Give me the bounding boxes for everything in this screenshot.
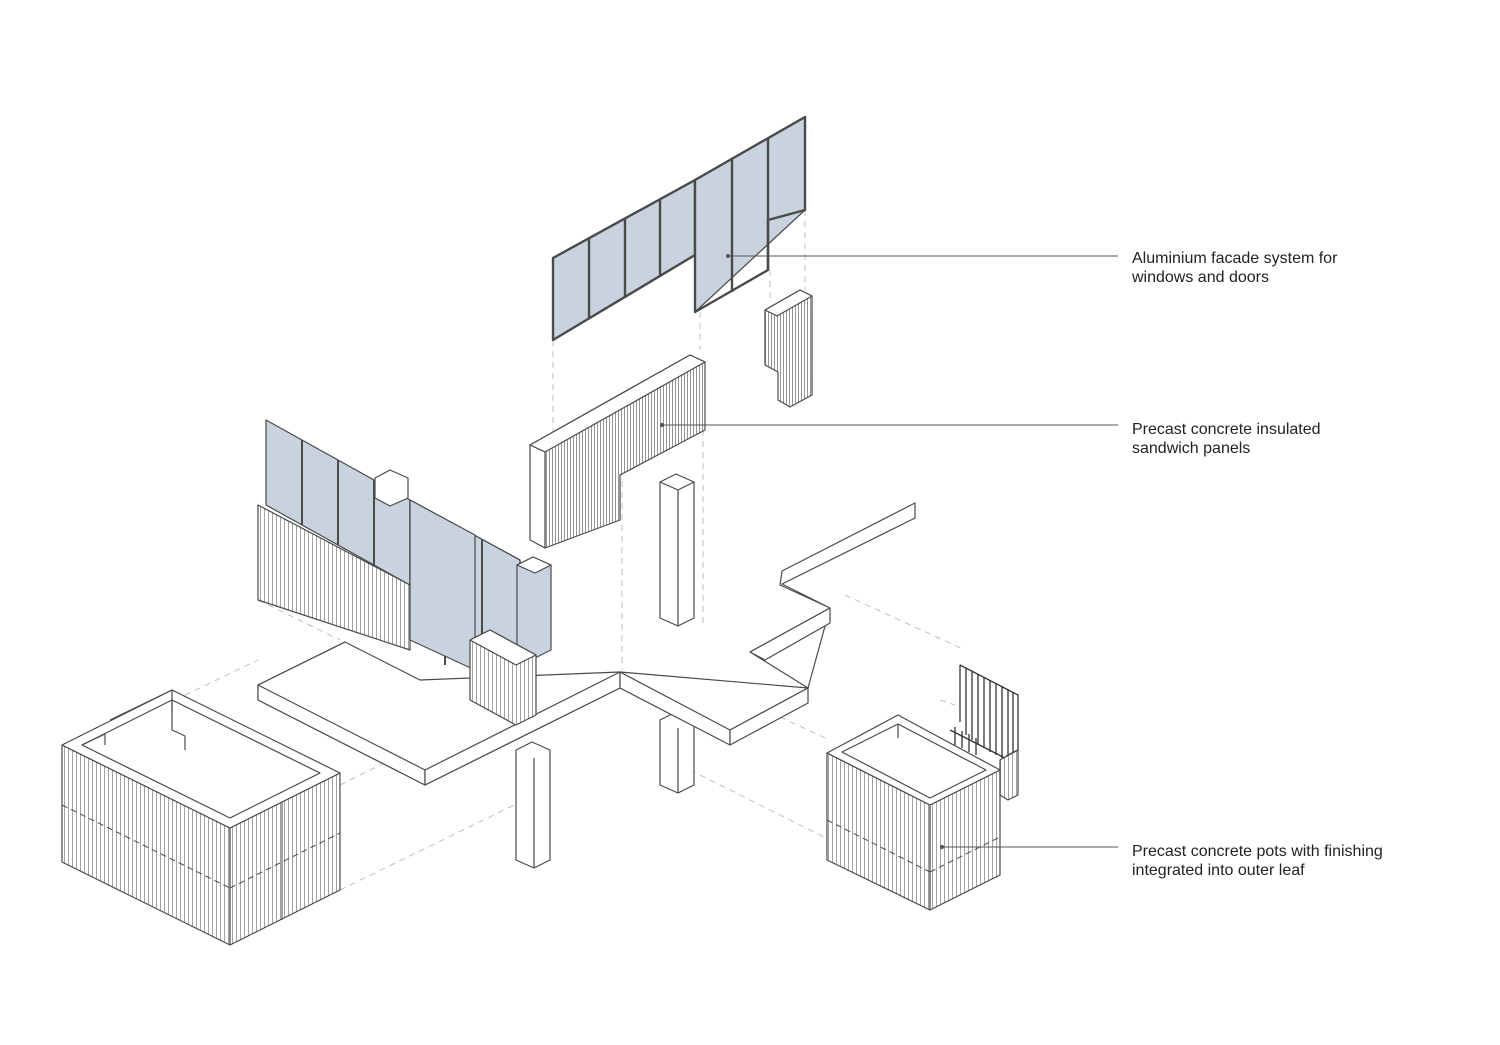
annotation-sandwich-panels: Precast concrete insulated sandwich pane… [1132,420,1321,458]
annotation-aluminium-facade: Aluminium facade system for windows and … [1132,249,1337,287]
leader-lines [659,253,1118,850]
annotation-pots-line1: Precast concrete pots with finishing [1132,843,1383,860]
left-facade-assembly [257,419,552,726]
upper-sandwich-panel [529,354,706,549]
annotation-panels-line2: sandwich panels [1132,440,1251,457]
left-planter [61,689,341,946]
annotation-pots-line2: integrated into outer leaf [1132,862,1305,879]
upper-aluminium-facade [551,115,807,342]
annotation-concrete-pots: Precast concrete pots with finishing int… [1132,842,1383,880]
small-right-panel [764,289,813,408]
central-column [659,473,695,627]
floor-slab [257,502,916,869]
right-planter [826,664,1019,911]
annotation-facade-line1: Aluminium facade system for [1132,250,1338,267]
annotation-panels-line1: Precast concrete insulated [1132,421,1321,438]
annotation-facade-line2: windows and doors [1132,269,1269,286]
projection-lines [174,210,966,891]
